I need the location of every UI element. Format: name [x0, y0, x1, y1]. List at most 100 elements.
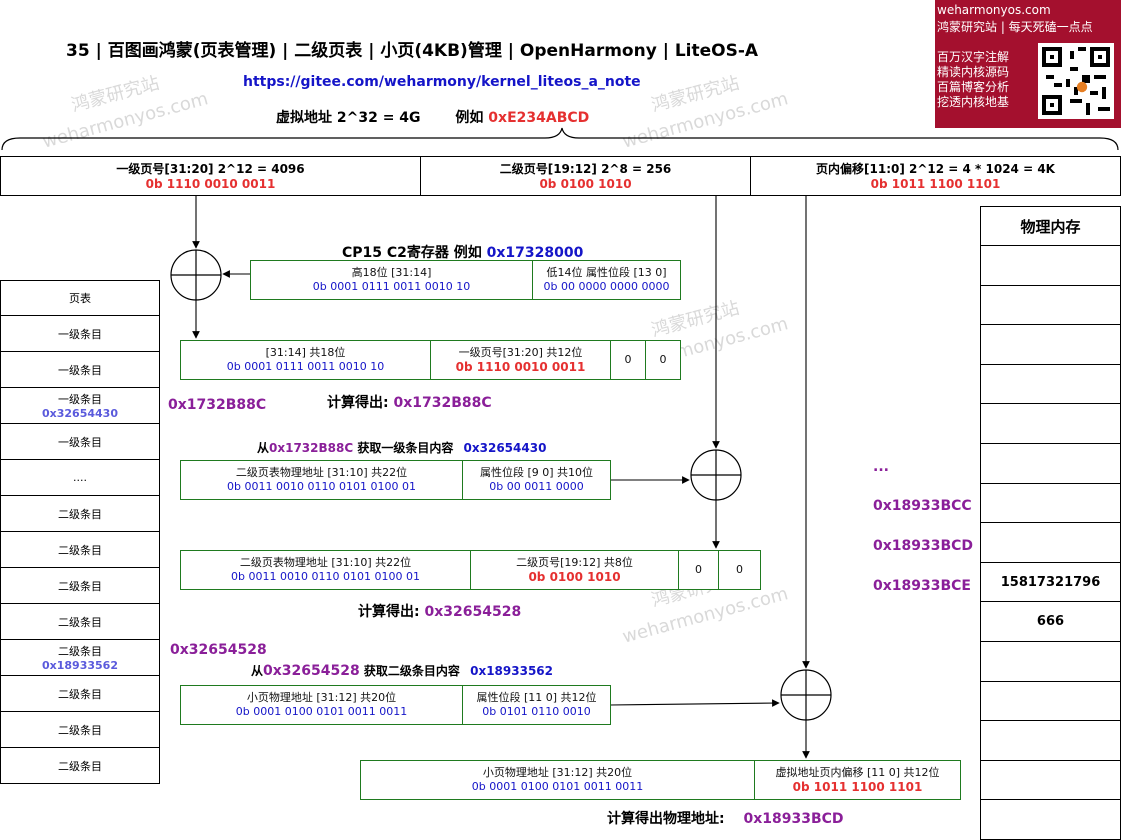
row-label: 二级条目	[58, 579, 102, 593]
vfield-label: 页内偏移[11:0] 2^12 = 4 * 1024 = 4K	[816, 162, 1055, 176]
field-bits: 0b 0101 0110 0010	[482, 705, 591, 718]
l1-fetch: 从0x1732B88C 获取一级条目内容 0x32654430	[257, 439, 546, 456]
memory-cell	[980, 759, 1121, 801]
row-label: 一级条目	[58, 327, 102, 341]
vfield-label: 一级页号[31:20] 2^12 = 4096	[116, 162, 305, 176]
l2-index: 二级页号[19:12] 共8位 0b 0100 1010	[471, 551, 679, 589]
row-label: 二级条目	[58, 687, 102, 701]
l1-result: 计算得出: 0x1732B88C	[327, 392, 492, 412]
mem-address-label: 0x18933BCC	[873, 498, 972, 514]
repo-link[interactable]: https://gitee.com/weharmony/kernel_liteo…	[243, 74, 641, 90]
result-value: 0x1732B88C	[393, 395, 492, 411]
field-label: 属性位段 [9 0] 共10位	[479, 466, 594, 479]
mem-address-label: 0x18933BCD	[873, 538, 974, 554]
row-address: 0x18933562	[42, 659, 118, 672]
l2-address-box: 二级页表物理地址 [31:10] 共22位 0b 0011 0010 0110 …	[180, 550, 761, 590]
field-label: [31:14] 共18位	[265, 346, 346, 359]
memory-cell	[980, 443, 1121, 484]
page-table-row: 一级条目	[0, 351, 160, 388]
l1-side-address: 0x1732B88C	[168, 397, 267, 413]
field-label: 高18位 [31:14]	[351, 266, 432, 279]
adder-circle-3	[780, 669, 832, 721]
zero-bit: 0	[659, 353, 667, 366]
vfield-label: 二级页号[19:12] 2^8 = 256	[499, 162, 672, 176]
result-label: 计算得出:	[327, 395, 389, 411]
result-label: 计算得出:	[358, 604, 420, 620]
field-bits: 0b 0011 0010 0110 0101 0100 01	[231, 570, 420, 583]
vfield-l1: 一级页号[31:20] 2^12 = 4096 0b 1110 0010 001…	[1, 157, 421, 195]
page-table-row: 二级条目	[0, 747, 160, 784]
virtual-address-fields: 一级页号[31:20] 2^12 = 4096 0b 1110 0010 001…	[0, 156, 1121, 196]
memory-cell	[980, 522, 1121, 563]
address-brace	[1, 127, 1119, 151]
pa-offset: 虚拟地址页内偏移 [11 0] 共12位 0b 1011 1100 1101	[755, 761, 960, 799]
row-label: 一级条目	[58, 435, 102, 449]
physical-address-box: 小页物理地址 [31:12] 共20位 0b 0001 0100 0101 00…	[360, 760, 961, 800]
arrow	[609, 699, 780, 707]
page-table-row: 二级条目	[0, 603, 160, 640]
row-label: 二级条目	[58, 759, 102, 773]
vfield-l2: 二级页号[19:12] 2^8 = 256 0b 0100 1010	[421, 157, 751, 195]
l1-address-box: [31:14] 共18位 0b 0001 0111 0011 0010 10 一…	[180, 340, 681, 380]
l2-side-address: 0x32654528	[170, 642, 267, 658]
memory-cell	[980, 324, 1121, 365]
pa-result: 计算得出物理地址: 0x18933BCD	[607, 808, 844, 828]
field-label: 低14位 属性位段 [13 0]	[546, 266, 667, 279]
field-bits: 0b 1110 0010 0011	[455, 359, 586, 374]
fetch-mid: 获取二级条目内容	[363, 664, 460, 678]
page-table-row: 二级条目	[0, 495, 160, 532]
memory-cell	[980, 363, 1121, 405]
page-table-header: 页表	[0, 280, 160, 316]
page-table-row: 一级条目	[0, 315, 160, 352]
vaddr-label: 虚拟地址 2^32 = 4G	[276, 110, 421, 126]
page-table-row: 二级条目	[0, 567, 160, 604]
field-bits: 0b 0001 0100 0101 0011 0011	[235, 705, 408, 718]
row-label: 一级条目	[58, 363, 102, 377]
brand-line: 挖透内核地基	[937, 95, 1010, 109]
fetch-value: 0x18933562	[470, 664, 553, 678]
row-label: 二级条目	[58, 645, 102, 658]
field-bits: 0b 0001 0111 0011 0010 10	[226, 360, 385, 373]
fetch-value: 0x32654430	[463, 441, 547, 455]
l2-table-base: 二级页表物理地址 [31:10] 共22位 0b 0011 0010 0110 …	[181, 461, 463, 499]
result-label: 计算得出物理地址:	[607, 811, 725, 827]
cp15-register: 高18位 [31:14] 0b 0001 0111 0011 0010 10 低…	[250, 260, 681, 300]
field-label: 二级页表物理地址 [31:10] 共22位	[235, 466, 408, 479]
brand-site: weharmonyos.com	[937, 3, 1051, 17]
l2-attr: 属性位段 [11 0] 共12位 0b 0101 0110 0010	[463, 686, 610, 724]
l2-result: 计算得出: 0x32654528	[358, 601, 521, 621]
memory-cell: 15817321796	[980, 561, 1121, 603]
memory-cell	[980, 641, 1121, 682]
page-title: 35 | 百图画鸿蒙(页表管理) | 二级页表 | 小页(4KB)管理 | Op…	[66, 41, 759, 61]
vfield-bits: 0b 0100 1010	[539, 177, 632, 191]
page-table-header-label: 页表	[69, 292, 91, 305]
fetch-addr: 0x1732B88C	[269, 441, 354, 455]
l1-attr: 属性位段 [9 0] 共10位 0b 00 0011 0000	[463, 461, 610, 499]
mem-address-label: ...	[873, 459, 889, 475]
field-bits: 0b 1011 1100 1101	[792, 779, 923, 794]
field-label: 一级页号[31:20] 共12位	[458, 345, 583, 359]
page-table-row: 二级条目	[0, 531, 160, 568]
l1-entry-box: 二级页表物理地址 [31:10] 共22位 0b 0011 0010 0110 …	[180, 460, 611, 500]
fetch-addr: 0x32654528	[263, 663, 360, 679]
field-bits: 0b 0100 1010	[528, 569, 621, 584]
page-table-row: 二级条目	[0, 675, 160, 712]
memory-cell	[980, 720, 1121, 761]
vfield-bits: 0b 1110 0010 0011	[145, 177, 276, 191]
page-table-row: 一级条目	[0, 423, 160, 460]
adder-circle-2	[690, 449, 742, 501]
vfield-bits: 0b 1011 1100 1101	[870, 177, 1001, 191]
vaddr-example-value: 0xE234ABCD	[488, 110, 590, 126]
field-label: 小页物理地址 [31:12] 共20位	[246, 691, 397, 704]
pa-page: 小页物理地址 [31:12] 共20位 0b 0001 0100 0101 00…	[361, 761, 755, 799]
page-table-row: 二级条目	[0, 711, 160, 748]
l2-fetch: 从0x32654528 获取二级条目内容 0x18933562	[251, 662, 553, 679]
l2-entry-box: 小页物理地址 [31:12] 共20位 0b 0001 0100 0101 00…	[180, 685, 611, 725]
row-label: ....	[73, 471, 87, 484]
cp15-title-label: CP15 C2寄存器 例如	[342, 245, 482, 261]
row-label: 二级条目	[58, 543, 102, 557]
field-bits: 0b 00 0011 0000	[489, 480, 584, 493]
row-label: 一级条目	[58, 393, 102, 406]
